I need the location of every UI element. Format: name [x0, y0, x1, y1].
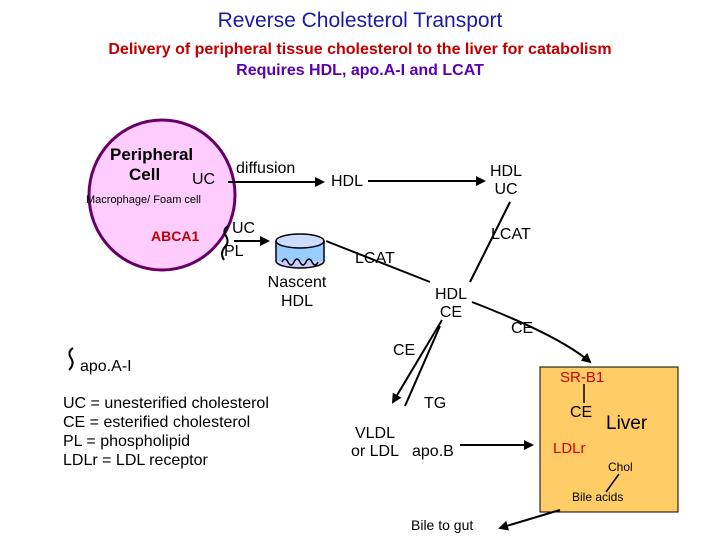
ce-left-label: CE — [393, 342, 416, 359]
legend-item-ce: CE = esterified cholesterol — [63, 414, 251, 431]
legend-item-uc: UC = unesterified cholesterol — [63, 395, 269, 412]
vldl-label-line2: or LDL — [350, 443, 400, 460]
bile-to-gut-label: Bile to gut — [411, 517, 474, 533]
srb1-label: SR-B1 — [560, 369, 605, 386]
apoai-squiggle-cell — [221, 225, 229, 261]
lcat-line-from-nascent — [325, 240, 431, 283]
nascent-hdl-label-line2: HDL — [280, 293, 313, 310]
efflux-uc-label: UC — [232, 220, 256, 237]
subtitle-line2: Requires HDL, apo.A-I and LCAT — [236, 62, 484, 79]
efflux-pl-label: PL — [224, 243, 244, 260]
peripheral-cell-shape — [87, 118, 237, 272]
diffusion-label: diffusion — [236, 160, 296, 177]
cell-uc-label: UC — [192, 171, 216, 188]
lcat-right-label: LCAT — [491, 226, 531, 243]
ce-to-vldl-arrow — [391, 319, 443, 404]
apob-label: apo.B — [412, 443, 454, 460]
chol-label: Chol — [608, 460, 633, 474]
tg-label: TG — [424, 395, 447, 412]
bile-to-gut-arrow — [498, 509, 561, 531]
subtitle-line1: Delivery of peripheral tissue cholestero… — [108, 41, 612, 58]
chol-to-bile-line — [605, 473, 620, 493]
page-title: Reverse Cholesterol Transport — [217, 9, 503, 32]
hdl-ce-label-line2: CE — [439, 304, 463, 321]
apoai-label: apo.A-I — [80, 358, 132, 375]
legend-item-ldlr: LDLr = LDL receptor — [63, 452, 208, 469]
ce-to-liver-arrow — [471, 301, 592, 364]
vldl-label-line1: VLDL — [354, 425, 396, 442]
hdl-uc-label-line2: UC — [494, 181, 518, 198]
lcat-left-label: LCAT — [355, 250, 395, 267]
bile-acids-label: Bile acids — [572, 490, 624, 504]
tg-exchange-line — [404, 325, 441, 407]
nascent-hdl-shape — [275, 233, 325, 269]
cell-label: Cell — [129, 165, 161, 184]
liver-label: Liver — [606, 413, 648, 434]
peripheral-cell-label: Peripheral — [110, 145, 194, 164]
liver-ce-label: CE — [570, 404, 593, 421]
ldlr-label: LDLr — [553, 440, 586, 457]
hdl-label: HDL — [331, 173, 364, 190]
lcat-line-from-hdluc — [469, 201, 511, 283]
nascent-hdl-label-line1: Nascent — [267, 274, 327, 291]
legend-item-pl: PL = phospholipid — [63, 433, 191, 450]
apoai-squiggle-legend — [68, 347, 74, 371]
abca1-label: ABCA1 — [151, 228, 200, 244]
hdl-ce-label-line1: HDL — [434, 286, 467, 303]
hdl-uc-label-line1: HDL — [489, 163, 522, 180]
ce-right-label: CE — [511, 320, 534, 337]
macrophage-label: Macrophage/ Foam cell — [86, 194, 201, 206]
